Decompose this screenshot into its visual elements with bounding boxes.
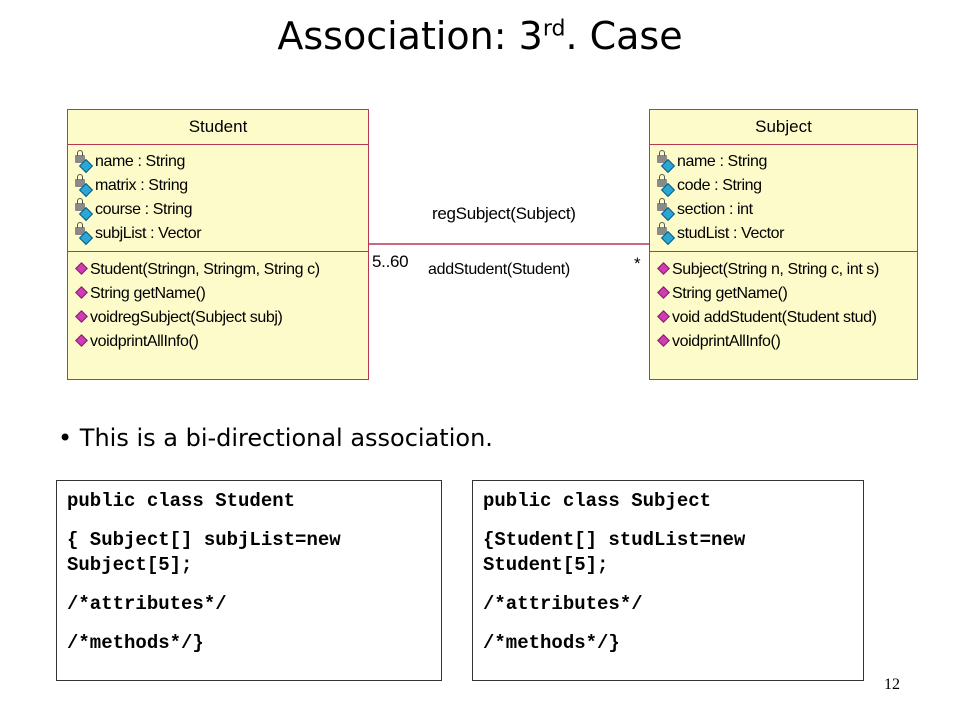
method-icon — [657, 284, 670, 304]
subject-operation: voidprintAllInfo() — [657, 330, 917, 354]
student-attribute: course : String — [74, 198, 368, 222]
lock-icon — [74, 198, 94, 222]
lock-icon — [656, 198, 676, 222]
subject-attribute-label: studList : Vector — [677, 225, 785, 242]
student-operation-label: Student(Stringn, Stringm, String c) — [90, 261, 320, 278]
title-superscript: rd — [542, 16, 566, 42]
subject-operation-label: void addStudent(Student stud) — [672, 309, 877, 326]
student-operation: voidregSubject(Subject subj) — [75, 306, 368, 330]
title-tail: . Case — [565, 14, 683, 58]
student-operation-label: String getName() — [90, 285, 206, 302]
lock-icon — [656, 150, 676, 174]
student-code-box: public class Student { Subject[] subjLis… — [56, 480, 442, 681]
title-main: Association: 3 — [277, 14, 543, 58]
student-attribute-label: matrix : String — [95, 177, 188, 194]
method-icon — [657, 332, 670, 352]
subject-operation: void addStudent(Student stud) — [657, 306, 917, 330]
slide-title: Association: 3rd. Case — [0, 14, 960, 58]
method-icon — [75, 284, 88, 304]
student-class-name: Student — [68, 110, 368, 145]
association-bottom-label: addStudent(Student) — [428, 261, 570, 278]
left-multiplicity: 5..60 — [372, 252, 409, 271]
code-line: /*attributes*/ — [67, 593, 227, 615]
method-icon — [75, 260, 88, 280]
method-icon — [657, 308, 670, 328]
student-operations: Student(Stringn, Stringm, String c) Stri… — [68, 252, 368, 354]
code-line: { Subject[] subjList=new Subject[5]; — [67, 529, 341, 576]
association-top-label: regSubject(Subject) — [432, 204, 576, 223]
method-icon — [75, 308, 88, 328]
student-operation: voidprintAllInfo() — [75, 330, 368, 354]
subject-operation: String getName() — [657, 282, 917, 306]
lock-icon — [74, 150, 94, 174]
lock-icon — [656, 222, 676, 246]
subject-operation-label: Subject(String n, String c, int s) — [672, 261, 879, 278]
code-line: {Student[] studList=new Student[5]; — [483, 529, 746, 576]
subject-class-name: Subject — [650, 110, 917, 145]
code-line: public class Student — [67, 490, 296, 512]
student-attribute: name : String — [74, 150, 368, 174]
code-line: /*attributes*/ — [483, 593, 643, 615]
code-line: /*methods*/} — [67, 632, 204, 654]
code-line: public class Subject — [483, 490, 712, 512]
student-operation-label: voidregSubject(Subject subj) — [90, 309, 283, 326]
method-icon — [75, 332, 88, 352]
subject-attributes: name : String code : String section : in… — [650, 145, 917, 252]
lock-icon — [656, 174, 676, 198]
student-class[interactable]: Student name : String matrix : String co… — [67, 109, 369, 380]
student-attribute: subjList : Vector — [74, 222, 368, 246]
subject-operation-label: String getName() — [672, 285, 788, 302]
student-operation-label: voidprintAllInfo() — [90, 333, 199, 350]
subject-operation-label: voidprintAllInfo() — [672, 333, 781, 350]
subject-attribute: section : int — [656, 198, 917, 222]
lock-icon — [74, 222, 94, 246]
subject-attribute: studList : Vector — [656, 222, 917, 246]
subject-class[interactable]: Subject name : String code : String sect… — [649, 109, 918, 380]
subject-attribute-label: code : String — [677, 177, 762, 194]
student-operation: Student(Stringn, Stringm, String c) — [75, 258, 368, 282]
subject-operations: Subject(String n, String c, int s) Strin… — [650, 252, 917, 354]
subject-attribute: name : String — [656, 150, 917, 174]
subject-code-box: public class Subject {Student[] studList… — [472, 480, 864, 681]
page-number: 12 — [884, 676, 900, 693]
subject-attribute-label: section : int — [677, 201, 753, 218]
student-operation: String getName() — [75, 282, 368, 306]
right-multiplicity: * — [634, 254, 641, 273]
student-attribute-label: course : String — [95, 201, 193, 218]
student-attributes: name : String matrix : String course : S… — [68, 145, 368, 252]
lock-icon — [74, 174, 94, 198]
student-attribute-label: subjList : Vector — [95, 225, 202, 242]
code-line: /*methods*/} — [483, 632, 620, 654]
student-attribute: matrix : String — [74, 174, 368, 198]
subject-attribute-label: name : String — [677, 153, 767, 170]
subject-attribute: code : String — [656, 174, 917, 198]
subject-operation: Subject(String n, String c, int s) — [657, 258, 917, 282]
student-attribute-label: name : String — [95, 153, 185, 170]
method-icon — [657, 260, 670, 280]
bullet-point: • This is a bi-directional association. — [58, 424, 493, 452]
